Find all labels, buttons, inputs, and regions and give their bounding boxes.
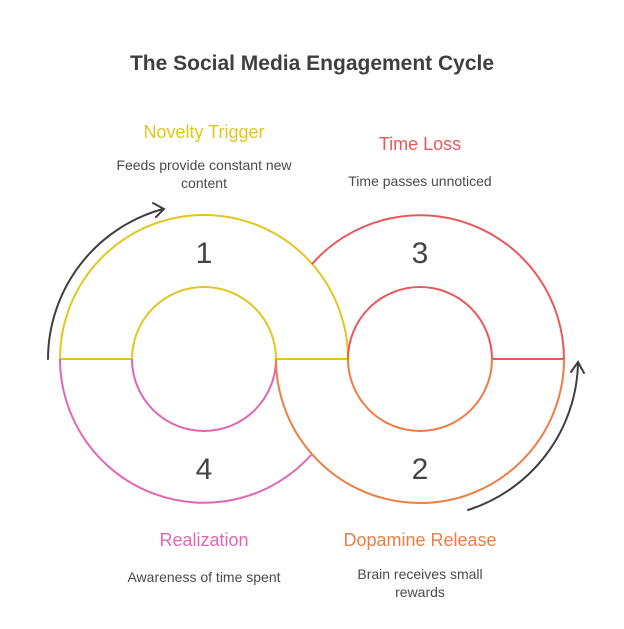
diagram-title: The Social Media Engagement Cycle: [129, 52, 495, 75]
stage-4-description: Awareness of time spent: [127, 569, 281, 585]
stage-4-number: 4: [196, 453, 213, 486]
stage-2-segment: [275, 358, 565, 504]
stage-4-segment: [59, 358, 313, 504]
stage-1-segment: [59, 214, 349, 360]
stage-3-segment: [311, 214, 565, 360]
stage-1-description: Feeds provide constant new content: [116, 157, 292, 191]
stage-3-description: Time passes unnoticed: [348, 173, 492, 189]
stage-3-number: 3: [412, 237, 429, 270]
stage-3-label: Time Loss: [378, 134, 462, 154]
stage-1-number: 1: [196, 237, 213, 270]
stage-2-label: Dopamine Release: [343, 530, 497, 550]
stage-2-number: 2: [412, 453, 429, 486]
stage-1-label: Novelty Trigger: [143, 122, 265, 142]
cycle-arrow-icon: [47, 202, 166, 360]
stage-4-label: Realization: [159, 530, 249, 550]
stage-2-description: Brain receives small rewards: [357, 566, 483, 600]
cycle-arrow-icon: [467, 360, 585, 511]
